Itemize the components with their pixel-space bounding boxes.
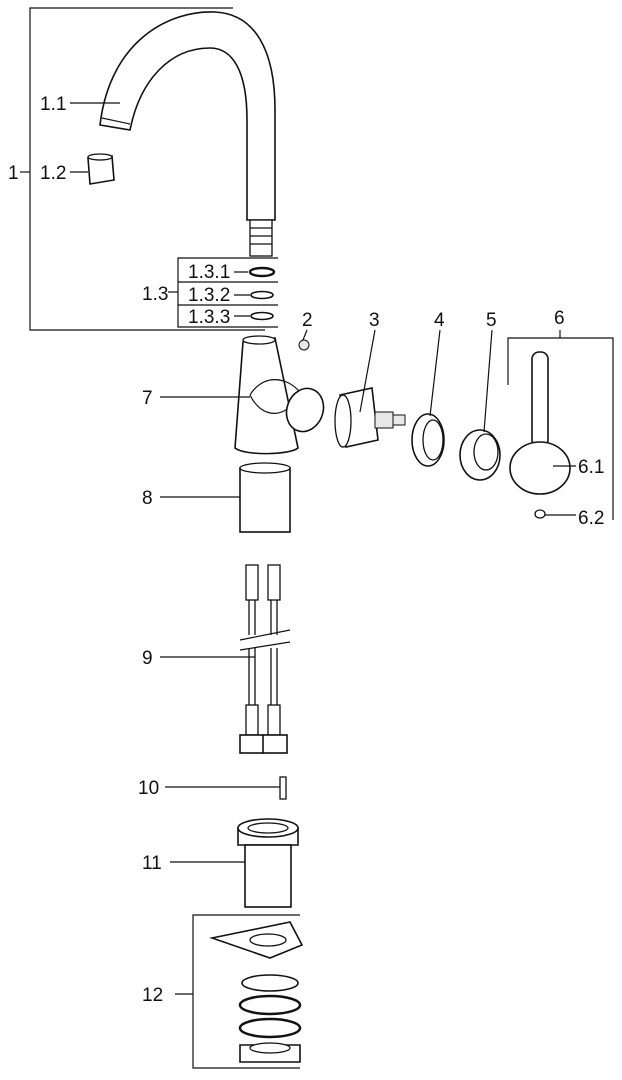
label-1-3: 1.3 xyxy=(142,284,168,305)
label-6-1: 6.1 xyxy=(578,457,604,478)
part-cap-5 xyxy=(459,429,501,481)
part-spout xyxy=(99,11,276,257)
part-handle xyxy=(509,351,571,519)
bracket-12 xyxy=(175,914,300,1069)
label-6: 6 xyxy=(554,308,565,329)
label-7: 7 xyxy=(142,388,153,409)
bracket-6 xyxy=(507,330,614,520)
part-cartridge xyxy=(334,387,406,448)
label-10: 10 xyxy=(138,778,159,799)
label-1-1: 1.1 xyxy=(40,94,66,115)
label-9: 9 xyxy=(142,648,153,669)
part-hoses xyxy=(239,564,291,754)
label-1-2: 1.2 xyxy=(40,163,66,184)
label-11: 11 xyxy=(142,853,162,874)
label-6-2: 6.2 xyxy=(578,508,604,529)
part-sleeve xyxy=(239,462,291,533)
part-screw xyxy=(298,339,310,351)
label-8: 8 xyxy=(142,488,153,509)
leader-lines xyxy=(70,102,576,863)
bracket-1 xyxy=(20,7,265,331)
label-1-3-2: 1.3.2 xyxy=(188,285,230,306)
part-ring-4 xyxy=(411,413,445,467)
label-4: 4 xyxy=(434,310,445,331)
part-mounting-set xyxy=(208,921,304,1063)
part-pin xyxy=(279,776,287,800)
label-1-3-3: 1.3.3 xyxy=(188,307,230,328)
part-aerator xyxy=(87,153,115,185)
bracket-1-3 xyxy=(168,257,278,328)
label-1: 1 xyxy=(8,163,19,184)
part-body xyxy=(234,335,325,455)
label-2: 2 xyxy=(302,310,313,331)
label-12: 12 xyxy=(142,985,163,1006)
label-1-3-1: 1.3.1 xyxy=(188,262,230,283)
part-shank xyxy=(237,818,299,908)
label-5: 5 xyxy=(486,310,497,331)
label-3: 3 xyxy=(369,310,380,331)
